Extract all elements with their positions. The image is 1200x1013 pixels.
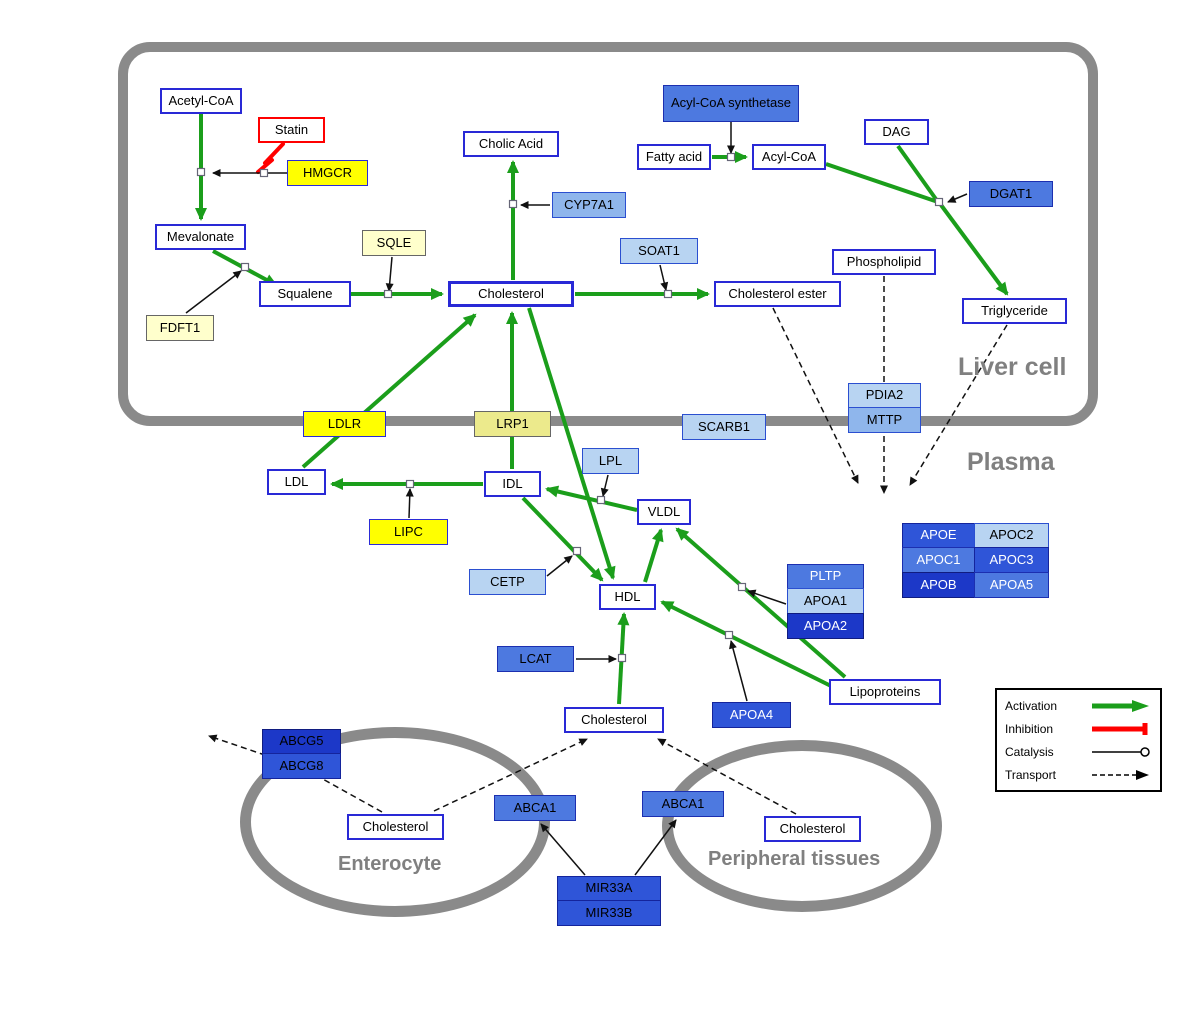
anchor-point <box>596 495 606 505</box>
anchor-point <box>405 479 415 489</box>
legend-transport-label: Transport <box>1005 767 1056 782</box>
node-apoa1[interactable]: APOA1 <box>787 588 864 614</box>
node-cholic-acid[interactable]: Cholic Acid <box>463 131 559 157</box>
legend-inhibition-label: Inhibition <box>1005 721 1054 736</box>
catalysis-circle-icon <box>1092 746 1150 757</box>
anchor-point <box>724 630 734 640</box>
node-apoa5[interactable]: APOA5 <box>974 572 1049 598</box>
node-squalene[interactable]: Squalene <box>259 281 351 307</box>
legend: Activation Inhibition Catalysis Transpor… <box>995 688 1162 792</box>
edge-cholesterolplasma-hdl <box>617 612 630 705</box>
node-statin[interactable]: Statin <box>258 117 325 143</box>
node-cholesterol-liver[interactable]: Cholesterol <box>448 281 574 307</box>
node-cetp[interactable]: CETP <box>469 569 546 595</box>
node-soat1[interactable]: SOAT1 <box>620 238 698 264</box>
node-abca1-enterocyte[interactable]: ABCA1 <box>494 795 576 821</box>
edge-hdl-vldl <box>643 528 664 583</box>
node-fatty-acid[interactable]: Fatty acid <box>637 144 711 170</box>
node-pdia2[interactable]: PDIA2 <box>848 383 921 408</box>
transport-dashed-arrow-icon <box>1092 769 1149 780</box>
anchor-point <box>737 582 747 592</box>
node-mir33b[interactable]: MIR33B <box>557 900 661 926</box>
node-sqle[interactable]: SQLE <box>362 230 426 256</box>
node-lipc[interactable]: LIPC <box>369 519 448 545</box>
node-cholesterol-plasma[interactable]: Cholesterol <box>564 707 664 733</box>
node-lcat[interactable]: LCAT <box>497 646 574 672</box>
node-hdl[interactable]: HDL <box>599 584 656 610</box>
liver-cell-compartment <box>118 42 1098 426</box>
node-scarb1[interactable]: SCARB1 <box>682 414 766 440</box>
node-cholesterol-ester[interactable]: Cholesterol ester <box>714 281 841 307</box>
node-acetyl-coa[interactable]: Acetyl-CoA <box>160 88 242 114</box>
anchor-point <box>617 653 627 663</box>
legend-row-inhibition: Inhibition <box>1005 718 1152 739</box>
plasma-label: Plasma <box>967 448 1055 476</box>
node-apoc2[interactable]: APOC2 <box>974 523 1049 548</box>
node-apob[interactable]: APOB <box>902 572 975 598</box>
inhibition-tbar-icon <box>1092 722 1148 735</box>
node-mevalonate[interactable]: Mevalonate <box>155 224 246 250</box>
node-ldlr[interactable]: LDLR <box>303 411 386 437</box>
edge-cetp-catalysis <box>546 555 573 577</box>
node-dgat1[interactable]: DGAT1 <box>969 181 1053 207</box>
node-apoa2[interactable]: APOA2 <box>787 613 864 639</box>
node-lipoproteins[interactable]: Lipoproteins <box>829 679 941 705</box>
enterocyte-compartment <box>240 727 550 917</box>
node-abcg5[interactable]: ABCG5 <box>262 729 341 754</box>
edge-apoa4-regulation <box>729 640 748 702</box>
legend-row-catalysis: Catalysis <box>1005 741 1152 762</box>
legend-row-activation: Activation <box>1005 695 1152 716</box>
node-cholesterol-enterocyte[interactable]: Cholesterol <box>347 814 444 840</box>
node-acyl-coa[interactable]: Acyl-CoA <box>752 144 826 170</box>
node-ldl[interactable]: LDL <box>267 469 326 495</box>
node-abcg8[interactable]: ABCG8 <box>262 753 341 779</box>
edge-idl-hdl <box>521 496 604 582</box>
legend-catalysis-label: Catalysis <box>1005 744 1054 759</box>
node-mir33a[interactable]: MIR33A <box>557 876 661 901</box>
node-apoe[interactable]: APOE <box>902 523 975 548</box>
edge-vldl-idl <box>545 485 638 512</box>
edge-lpl-catalysis <box>600 474 609 497</box>
edge-lipc-catalysis <box>405 488 414 519</box>
node-fdft1[interactable]: FDFT1 <box>146 315 214 341</box>
legend-activation-label: Activation <box>1005 698 1058 713</box>
peripheral-tissues-label: Peripheral tissues <box>708 848 881 870</box>
node-apoc1[interactable]: APOC1 <box>902 547 975 573</box>
node-idl[interactable]: IDL <box>484 471 541 497</box>
node-dag[interactable]: DAG <box>864 119 929 145</box>
node-lpl[interactable]: LPL <box>582 448 639 474</box>
liver-cell-label: Liver cell <box>958 353 1067 381</box>
activation-arrow-icon <box>1092 699 1149 712</box>
node-vldl[interactable]: VLDL <box>637 499 691 525</box>
node-apoc3[interactable]: APOC3 <box>974 547 1049 573</box>
node-hmgcr[interactable]: HMGCR <box>287 160 368 186</box>
node-triglyceride[interactable]: Triglyceride <box>962 298 1067 324</box>
legend-row-transport: Transport <box>1005 764 1152 785</box>
node-cholesterol-peripheral[interactable]: Cholesterol <box>764 816 861 842</box>
edge-apoa-stack-regulation <box>747 589 787 605</box>
node-lrp1[interactable]: LRP1 <box>474 411 551 437</box>
node-phospholipid[interactable]: Phospholipid <box>832 249 936 275</box>
node-abca1-peripheral[interactable]: ABCA1 <box>642 791 724 817</box>
enterocyte-label: Enterocyte <box>338 853 442 875</box>
node-cyp7a1[interactable]: CYP7A1 <box>552 192 626 218</box>
node-apoa4[interactable]: APOA4 <box>712 702 791 728</box>
node-acyl-coa-synthetase[interactable]: Acyl-CoA synthetase <box>663 85 799 122</box>
anchor-point <box>572 546 582 556</box>
node-mttp[interactable]: MTTP <box>848 407 921 433</box>
node-pltp[interactable]: PLTP <box>787 564 864 589</box>
